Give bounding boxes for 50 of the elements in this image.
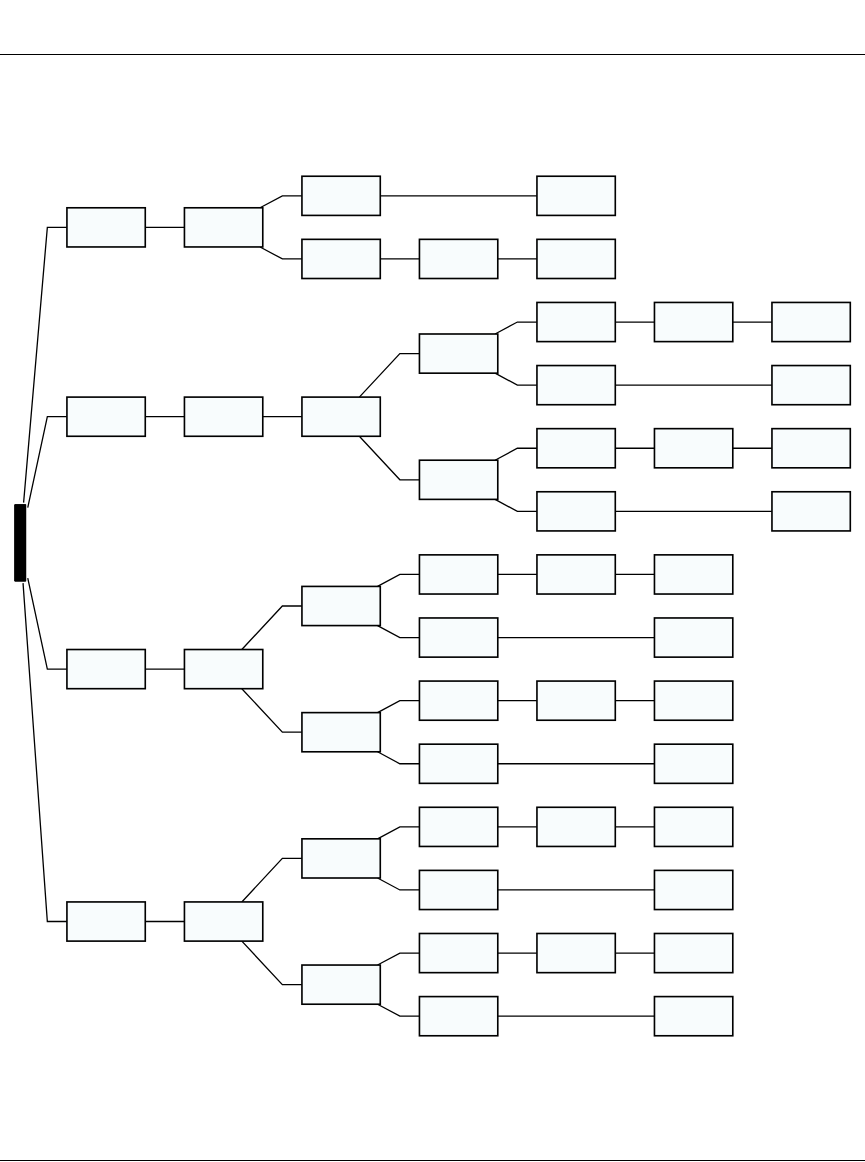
node-box: [653, 995, 734, 1037]
node-box: [301, 238, 382, 280]
node-box: [653, 743, 734, 785]
node-box: [653, 617, 734, 658]
node-box: [653, 806, 734, 848]
node-box: [301, 964, 382, 1006]
node-box: [536, 806, 617, 848]
node-box: [66, 396, 147, 438]
node-box: [771, 427, 852, 469]
node-box: [653, 869, 734, 911]
node-box: [536, 680, 617, 722]
node-box: [536, 554, 617, 595]
node-box: [536, 490, 617, 532]
node-box: [66, 206, 147, 248]
node-box: [66, 648, 147, 690]
node-box: [418, 743, 499, 785]
node-box: [418, 554, 499, 595]
node-box: [653, 932, 734, 974]
node-box: [536, 175, 617, 217]
node-box: [771, 490, 852, 532]
node-box: [418, 459, 499, 501]
node-box: [536, 238, 617, 280]
node-box: [418, 680, 499, 722]
node-box: [653, 427, 734, 469]
node-box: [771, 364, 852, 406]
node-box: [301, 585, 382, 627]
node-box: [653, 680, 734, 722]
node-box: [536, 364, 617, 406]
node-box: [183, 648, 264, 690]
node-box: [536, 427, 617, 469]
node-box: [771, 301, 852, 343]
node-box: [183, 901, 264, 942]
node-box: [536, 932, 617, 974]
node-box: [536, 301, 617, 343]
node-box: [183, 206, 264, 248]
node-box: [418, 995, 499, 1037]
node-box: [653, 554, 734, 595]
node-box: [301, 711, 382, 753]
node-box: [653, 301, 734, 343]
node-box: [301, 838, 382, 879]
node-box: [418, 932, 499, 974]
node-box: [66, 901, 147, 942]
node-box: [301, 175, 382, 217]
node-box: [418, 869, 499, 911]
node-box: [418, 238, 499, 280]
node-box: [418, 617, 499, 658]
node-box: [183, 396, 264, 438]
node-box: [418, 806, 499, 848]
node-box: [418, 333, 499, 374]
node-box: [301, 396, 382, 438]
